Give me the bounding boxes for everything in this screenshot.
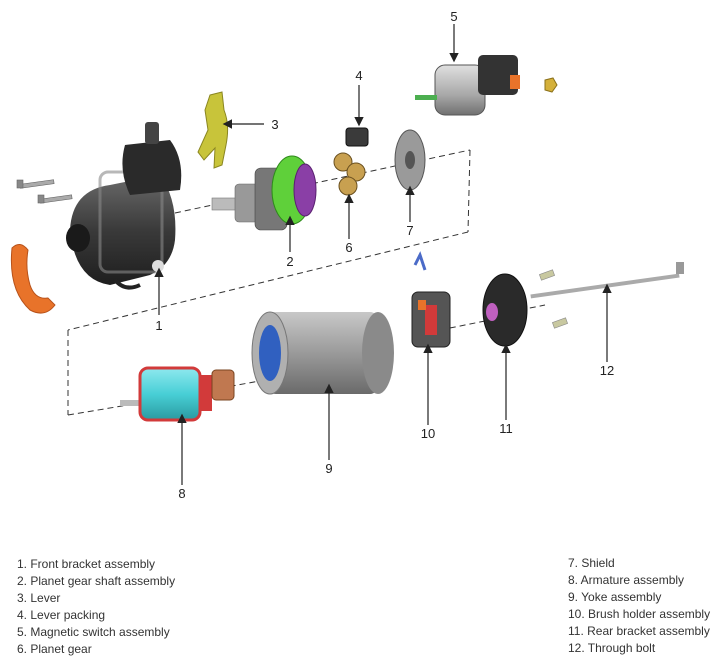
armature-assembly — [120, 366, 235, 422]
callout-labels: 1 2 3 4 5 6 7 8 9 10 11 12 — [155, 9, 614, 501]
callout-7: 7 — [406, 223, 413, 238]
legend-item-3: 3. Lever — [17, 591, 61, 605]
rear-bracket-assembly — [482, 273, 528, 347]
callout-5: 5 — [450, 9, 457, 24]
starter-motor-exploded-diagram: 1 2 3 4 5 6 7 8 9 10 11 12 — [10, 9, 684, 501]
legend-item-10: 10. Brush holder assembly — [568, 607, 711, 621]
callout-1: 1 — [155, 318, 162, 333]
brush-holder-assembly — [411, 251, 451, 348]
callout-12: 12 — [600, 363, 614, 378]
front-bracket-bolts — [16, 179, 73, 204]
legend-item-9: 9. Yoke assembly — [568, 590, 662, 604]
legend-item-11: 11. Rear bracket assembly — [568, 624, 710, 638]
yoke-assembly — [251, 311, 394, 395]
callout-10: 10 — [421, 426, 435, 441]
legend-item-4: 4. Lever packing — [17, 608, 106, 622]
legend-left: 1. Front bracket assembly 2. Planet gear… — [17, 556, 175, 658]
lever — [197, 91, 229, 169]
callout-leaders — [154, 24, 612, 485]
planet-gear-shaft-assembly — [211, 155, 317, 231]
front-bracket-assembly — [66, 122, 182, 290]
switch-nut — [544, 77, 558, 93]
planet-gears — [333, 152, 366, 196]
callout-2: 2 — [286, 254, 293, 269]
legend-item-5: 5. Magnetic switch assembly — [17, 625, 170, 639]
orange-seal-part — [10, 244, 56, 314]
callout-4: 4 — [355, 68, 362, 83]
callout-11: 11 — [499, 421, 513, 436]
lever-packing — [345, 127, 369, 147]
legend-item-1: 1. Front bracket assembly — [17, 557, 156, 571]
shield — [394, 129, 426, 191]
callout-9: 9 — [325, 461, 332, 476]
legend-item-12: 12. Through bolt — [568, 641, 656, 655]
legend-item-6: 6. Planet gear — [17, 642, 92, 656]
legend-item-7: 7. Shield — [568, 556, 615, 570]
callout-6: 6 — [345, 240, 352, 255]
legend-item-2: 2. Planet gear shaft assembly — [17, 574, 176, 588]
magnetic-switch-assembly — [415, 55, 520, 116]
legend-item-8: 8. Armature assembly — [568, 573, 685, 587]
legend-right: 7. Shield 8. Armature assembly 9. Yoke a… — [568, 555, 710, 657]
callout-8: 8 — [178, 486, 185, 501]
callout-3: 3 — [271, 117, 278, 132]
